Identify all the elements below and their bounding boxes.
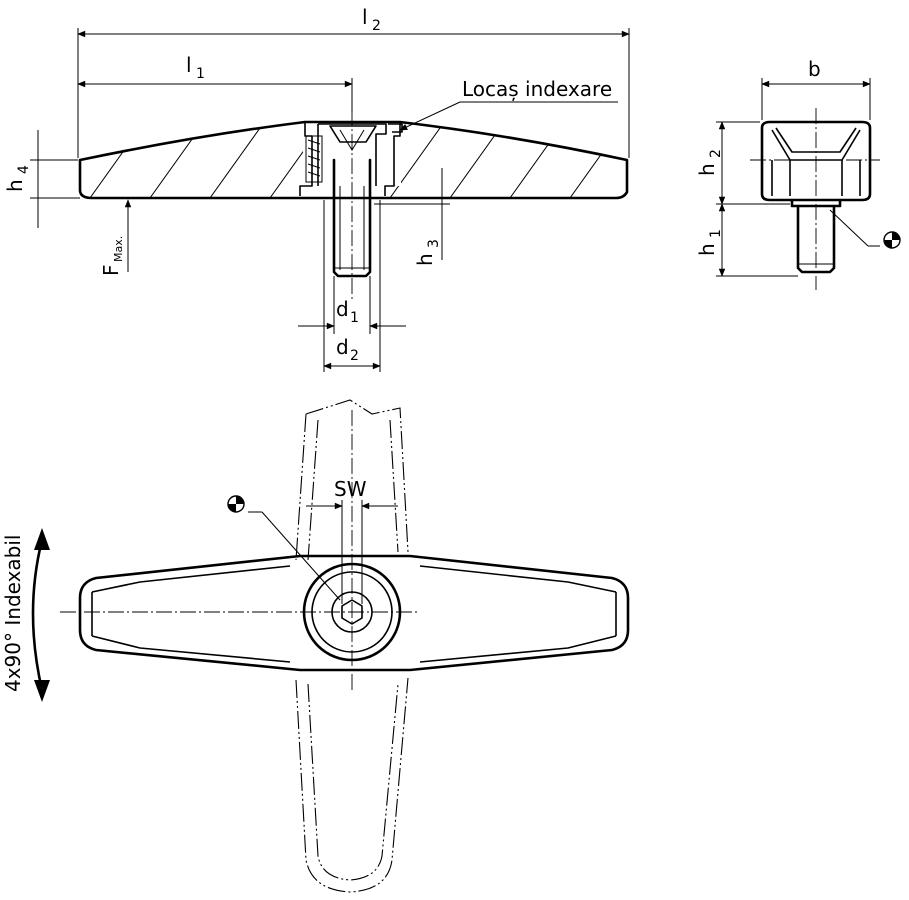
dimension-h3: h 3 [374, 168, 450, 266]
dimension-d2: d 2 [323, 200, 381, 372]
label-h2: h [695, 163, 719, 176]
label-f-max-sub: Max. [112, 236, 125, 262]
top-view: SW 4x90° Indexabil [1, 399, 630, 893]
label-l2: l [362, 5, 368, 29]
center-of-gravity-icon-top [227, 495, 245, 513]
label-l1: l [186, 53, 192, 77]
label-l2-sub: 2 [372, 18, 381, 34]
side-view: b h 2 h 1 [695, 57, 901, 290]
label-h2-sub: 2 [708, 149, 724, 158]
label-d1: d [336, 297, 349, 321]
label-d2-sub: 2 [350, 348, 359, 364]
dimension-l2: l 2 [77, 5, 630, 158]
label-h1-sub: 1 [708, 229, 724, 238]
label-l1-sub: 1 [196, 66, 205, 82]
label-h3: h [413, 253, 437, 266]
label-d1-sub: 1 [350, 310, 359, 326]
label-sw: SW [334, 477, 367, 501]
dimension-d1: d 1 [298, 276, 406, 334]
label-h4: h [3, 179, 27, 192]
label-f-max: F [99, 264, 123, 276]
label-h4-sub: 4 [16, 165, 32, 174]
force-f-max: F Max. [99, 199, 132, 276]
label-d2: d [336, 335, 349, 359]
label-h3-sub: 3 [426, 239, 442, 248]
dimension-l1: l 1 [77, 53, 353, 112]
label-index-seat: Locaș indexare [462, 77, 612, 101]
dimension-h4: h 4 [3, 130, 80, 228]
callout-index-seat: Locaș indexare [399, 77, 618, 131]
label-b: b [808, 57, 821, 81]
label-indexable: 4x90° Indexabil [1, 535, 25, 693]
label-h1: h [695, 243, 719, 256]
center-of-gravity-icon [883, 231, 901, 249]
